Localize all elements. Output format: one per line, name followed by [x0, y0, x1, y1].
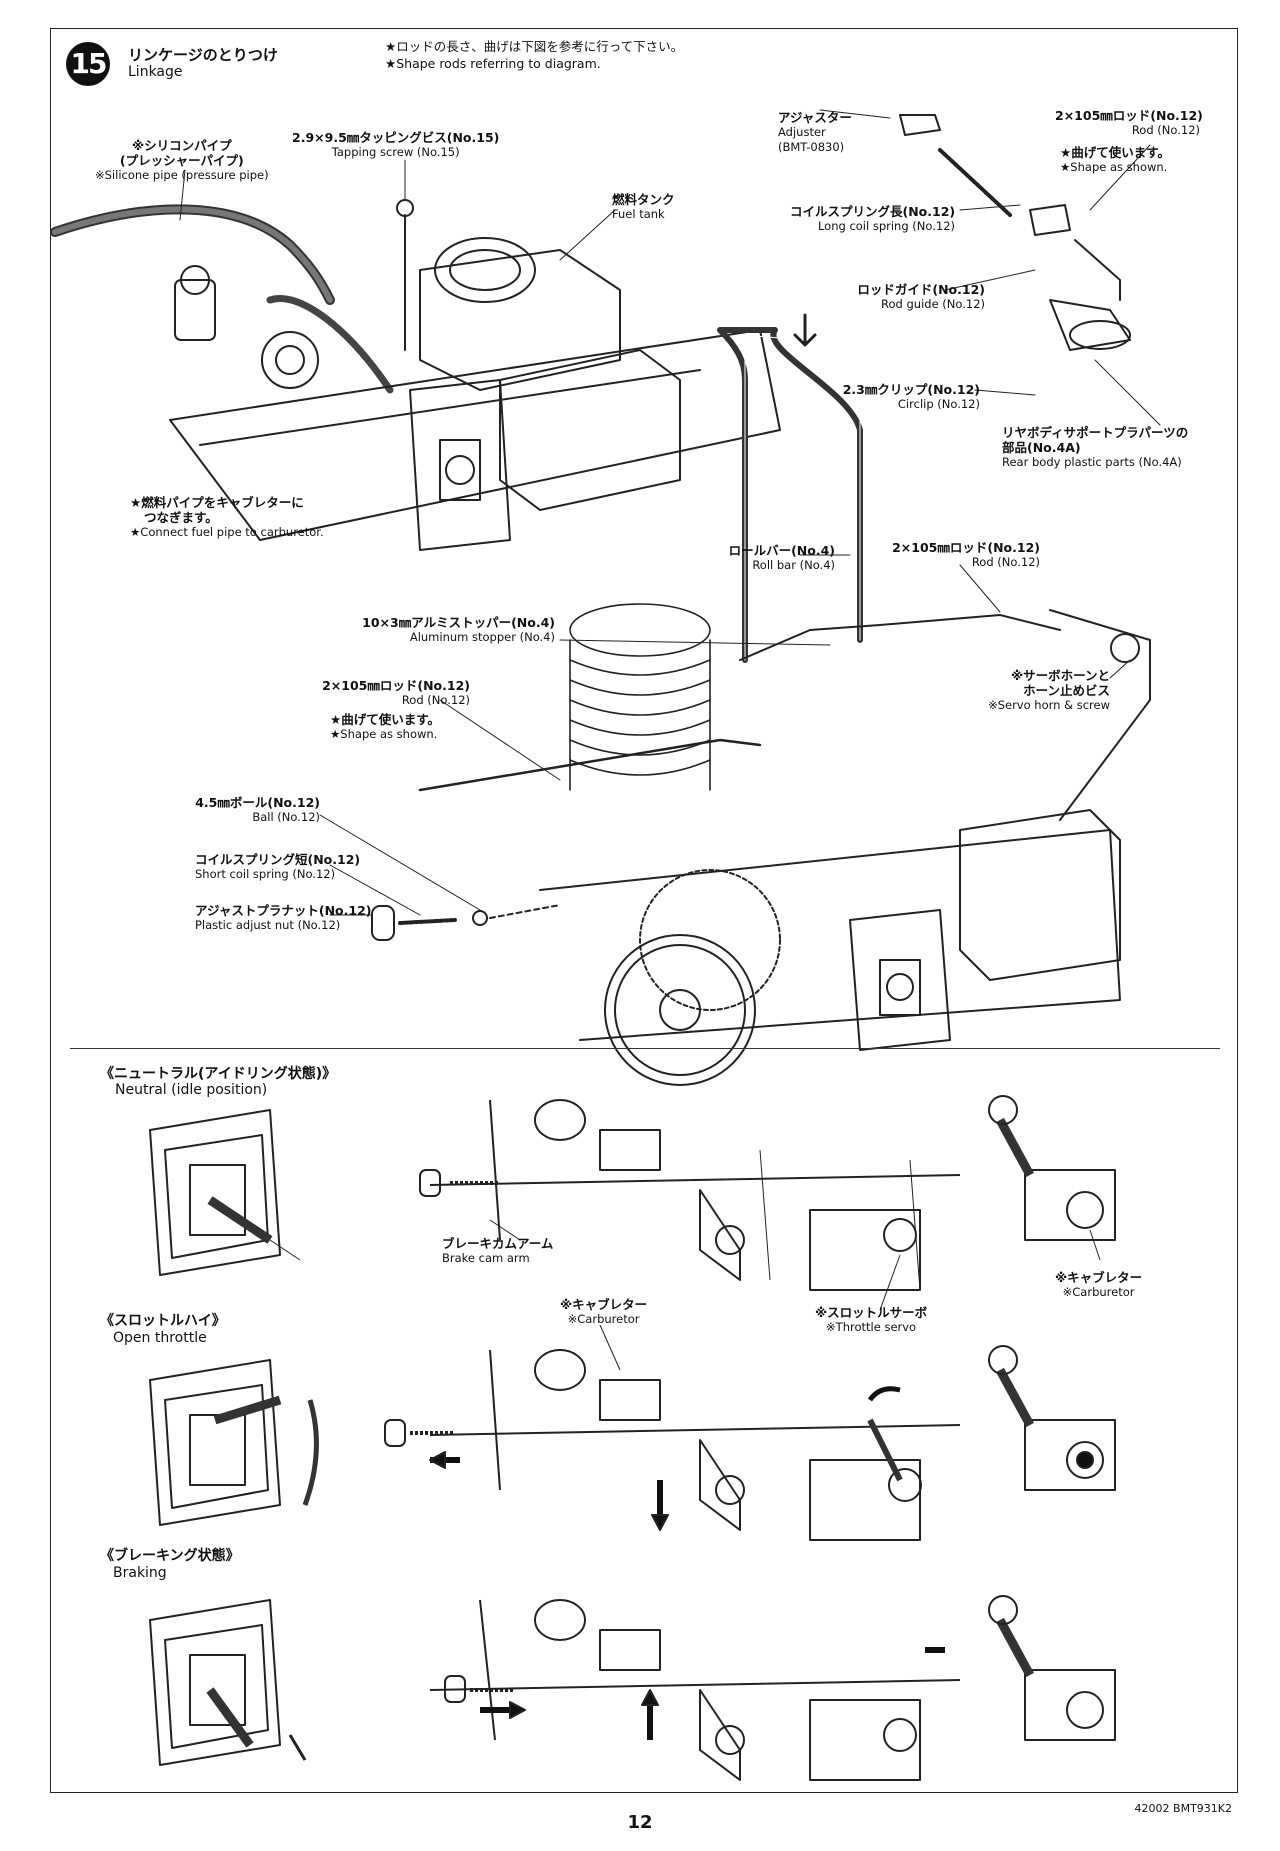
page-number: 12 [627, 1812, 653, 1833]
transmitter-open [149, 1359, 319, 1526]
long-coil-spring-label: コイルスプリング長(No.12) Long coil spring (No.12… [790, 204, 956, 233]
step-title-english: Linkage [128, 64, 183, 80]
step-title-japanese: リンケージのとりつけ [128, 46, 278, 64]
ball-label: 4.5㎜ボール(No.12) Ball (No.12) [195, 795, 320, 824]
brake-cam-arm-label: ブレーキカムアーム Brake cam arm [442, 1236, 554, 1265]
rod-middle-label: 2×105㎜ロッド(No.12) Rod (No.12) [892, 540, 1040, 569]
state-neutral-subtitle: Neutral (idle position) [115, 1082, 268, 1098]
rod-shape-note: ★ロッドの長さ、曲げは下図を参考に行って下さい。 ★Shape rods ref… [385, 38, 683, 72]
roll-bar-label: ロールバー(No.4) Roll bar (No.4) [728, 543, 835, 572]
rod-guide-label: ロッドガイド(No.12) Rod guide (No.12) [857, 282, 985, 311]
section-divider [70, 1048, 1220, 1049]
rod-top-label: 2×105㎜ロッド(No.12) Rod (No.12) [1055, 108, 1203, 137]
carburetor-middle-label: ※キャブレター ※Carburetor [560, 1297, 648, 1326]
rear-body-label: リヤボディサポートプラパーツの 部品(No.4A) Rear body plas… [1002, 425, 1189, 469]
shape-top-label: ★曲げて使います。 ★Shape as shown. [1060, 145, 1170, 174]
throttle-servo-label: ※スロットルサーボ ※Throttle servo [815, 1305, 928, 1334]
page-border [50, 28, 1238, 1793]
transmitter-brake [149, 1599, 307, 1766]
aluminum-stopper-label: 10×3㎜アルミストッパー(No.4) Aluminum stopper (No… [362, 615, 555, 644]
short-coil-spring-label: コイルスプリング短(No.12) Short coil spring (No.1… [195, 852, 361, 881]
servo-horn-label: ※サーボホーンと ホーン止めビス ※Servo horn & screw [988, 668, 1110, 712]
linkage-open [384, 1345, 1116, 1541]
note-japanese: ★ロッドの長さ、曲げは下図を参考に行って下さい。 [385, 39, 684, 54]
rod-left-label: 2×105㎜ロッド(No.12) Rod (No.12) [322, 678, 470, 707]
step-number-badge: 15 [66, 42, 110, 86]
adjuster-label: アジャスター Adjuster (BMT-0830) [778, 110, 852, 154]
carburetor-right-label: ※キャブレター ※Carburetor [1055, 1270, 1143, 1299]
state-neutral-title: 《ニュートラル(アイドリング状態)》 [100, 1066, 337, 1082]
plastic-adjust-nut-label: アジャストプラナット(No.12) Plastic adjust nut (No… [195, 903, 372, 932]
circlip-label: 2.3㎜クリップ(No.12) Circlip (No.12) [842, 382, 980, 411]
linkage-brake [429, 1595, 1116, 1781]
fuel-tank-label: 燃料タンク Fuel tank [612, 192, 675, 221]
connect-fuel-pipe-label: ★燃料パイプをキャブレターに つなぎます。 ★Connect fuel pipe… [130, 495, 324, 539]
note-english: ★Shape rods referring to diagram. [385, 56, 601, 71]
linkage-neutral [419, 1095, 1116, 1291]
tapping-screw-label: 2.9×9.5㎜タッピングビス(No.15) Tapping screw (No… [292, 130, 500, 159]
silicone-pipe-label: ※シリコンパイプ (プレッシャーパイプ) ※Silicone pipe (pre… [95, 138, 269, 182]
transmitter-neutral [149, 1109, 301, 1276]
state-braking-title: 《ブレーキング状態》 [100, 1548, 240, 1564]
state-open-subtitle: Open throttle [113, 1330, 207, 1346]
shape-left-label: ★曲げて使います。 ★Shape as shown. [330, 712, 440, 741]
document-code: 42002 BMT931K2 [1134, 1802, 1232, 1815]
state-braking-subtitle: Braking [113, 1565, 167, 1581]
state-open-title: 《スロットルハイ》 [100, 1313, 226, 1329]
